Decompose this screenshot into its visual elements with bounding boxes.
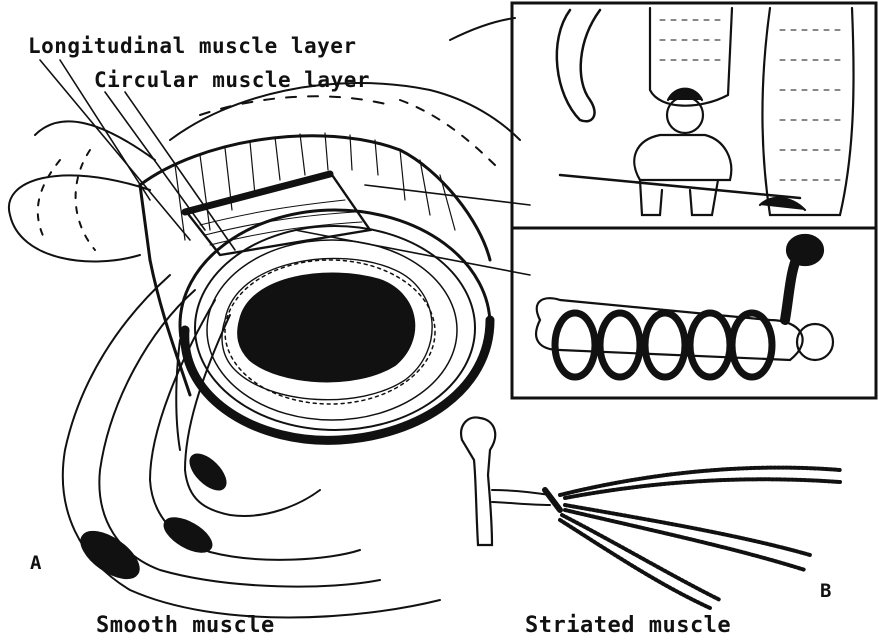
panel-label-b: B — [820, 580, 832, 602]
label-longitudinal-muscle-layer: Longitudinal muscle layer — [28, 34, 357, 58]
panel-label-a: A — [30, 552, 42, 574]
striated-muscle — [461, 417, 840, 608]
label-smooth-muscle: Smooth muscle — [96, 613, 275, 638]
inset-box-top — [512, 3, 876, 228]
label-circular-muscle-layer: Circular muscle layer — [94, 68, 370, 92]
inset-box-bottom — [512, 228, 876, 398]
intestine-cylinder — [140, 133, 490, 440]
leader-lines — [40, 60, 530, 275]
label-striated-muscle: Striated muscle — [525, 613, 731, 638]
